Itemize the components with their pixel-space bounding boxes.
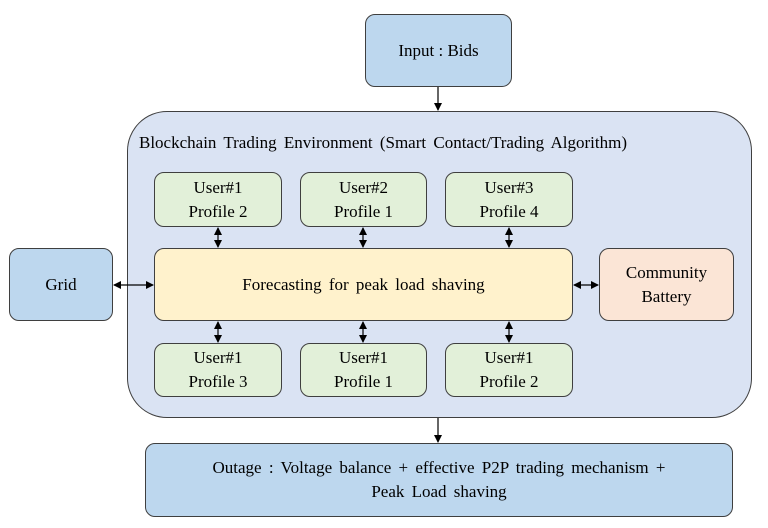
grid-label: Grid [45, 274, 77, 294]
profile-label: Profile 2 [479, 372, 539, 391]
profile-label: Profile 2 [188, 201, 248, 221]
user-node-bottom-1: User#1 Profile 3 [154, 343, 282, 397]
profile-label: Profile 3 [188, 372, 248, 391]
environment-title: Blockchain Trading Environment (Smart Co… [139, 133, 627, 152]
profile-label: Profile 4 [479, 201, 539, 221]
user-node-bottom-2: User#1 Profile 1 [300, 343, 427, 397]
community-battery-node: Community Battery [599, 248, 734, 321]
user-node-top-2: User#2 Profile 1 [300, 172, 427, 227]
user-node-top-1: User#1 Profile 2 [154, 172, 282, 227]
user-label: User#1 [484, 348, 534, 367]
outage-node: Outage : Voltage balance + effective P2P… [145, 443, 733, 517]
outage-label-line2: Peak Load shaving [371, 482, 507, 501]
user-label: User#1 [338, 348, 389, 367]
user-node-bottom-3: User#1 Profile 2 [445, 343, 573, 397]
user-node-top-3: User#3 Profile 4 [445, 172, 573, 227]
user-label: User#1 [193, 177, 243, 197]
profile-label: Profile 1 [333, 201, 394, 221]
battery-label-line2: Battery [641, 286, 692, 306]
forecasting-node: Forecasting for peak load shaving [154, 248, 573, 321]
input-label: Input : Bids [398, 40, 479, 60]
forecasting-label: Forecasting for peak load shaving [242, 274, 485, 294]
user-label: User#2 [338, 177, 389, 197]
outage-label-line1: Outage : Voltage balance + effective P2P… [212, 458, 666, 477]
profile-label: Profile 1 [333, 372, 394, 391]
user-label: User#3 [484, 177, 534, 197]
input-bids-node: Input : Bids [365, 14, 512, 87]
battery-label-line1: Community [625, 262, 708, 282]
grid-node: Grid [9, 248, 113, 321]
user-label: User#1 [193, 348, 243, 367]
